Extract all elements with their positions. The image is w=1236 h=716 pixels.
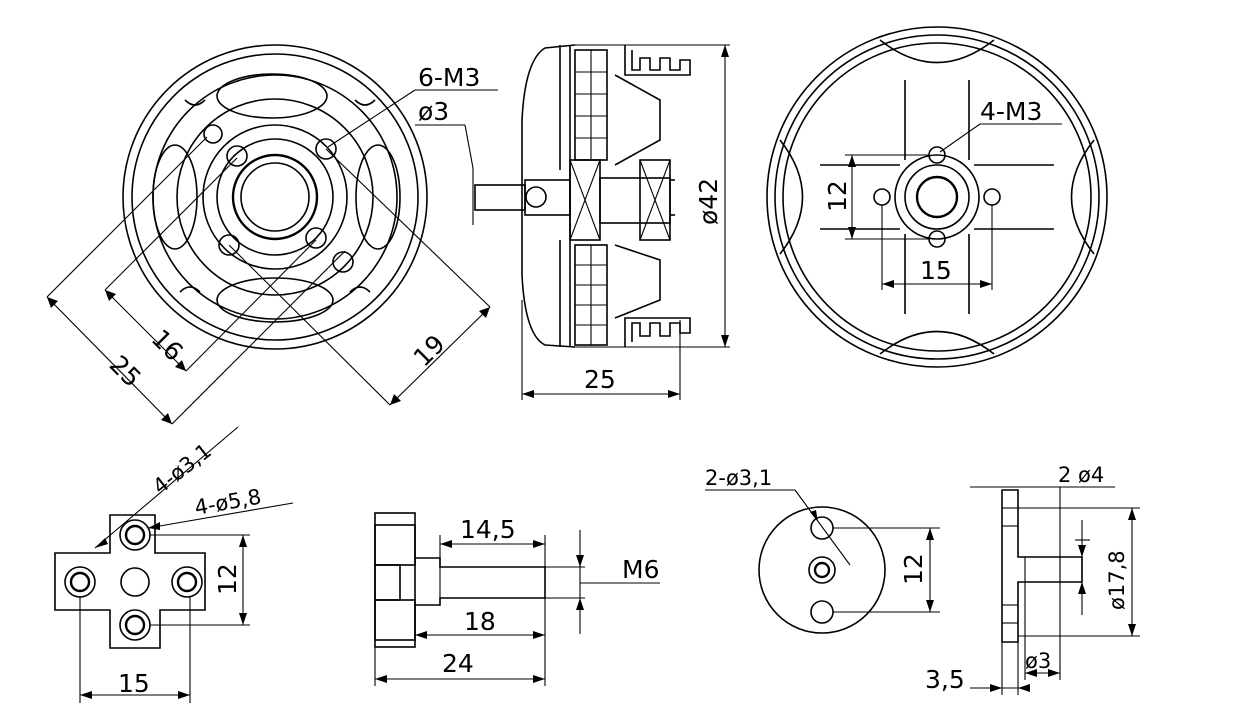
- label-14-5: 14,5: [460, 515, 516, 544]
- label-2-phi3-1: 2-ø3,1: [705, 466, 772, 490]
- plate-side-view: 2 ø4 ø17,8 3,5 ø3: [925, 463, 1140, 695]
- label-25-width: 25: [584, 365, 616, 394]
- label-18: 18: [464, 607, 496, 636]
- label-15-back: 15: [920, 256, 952, 285]
- label-12-back: 12: [823, 180, 852, 212]
- label-12-plate: 12: [899, 553, 928, 585]
- label-phi3: ø3: [418, 97, 449, 126]
- label-phi3-side: ø3: [1025, 649, 1051, 673]
- label-2-phi4: 2 ø4: [1058, 463, 1104, 487]
- label-25-diag: 25: [104, 350, 147, 393]
- motor-base-front-view: 6-M3 ø3 16 25 19: [46, 44, 498, 425]
- motor-side-section-view: ø42 25: [472, 44, 730, 400]
- round-plate-view: 2-ø3,1 12: [705, 466, 940, 634]
- label-phi17-8: ø17,8: [1105, 550, 1129, 610]
- cross-mount-view: 4-ø3,1 4-ø5,8 12 15: [54, 426, 294, 703]
- label-4-m3: 4-M3: [980, 97, 1042, 126]
- label-19: 19: [408, 329, 451, 372]
- label-4-phi3-1: 4-ø3,1: [148, 439, 216, 499]
- label-phi42: ø42: [694, 178, 723, 225]
- motor-back-view: 4-M3 12 15: [766, 26, 1108, 368]
- label-15-cross: 15: [118, 669, 150, 698]
- label-6-m3: 6-M3: [418, 63, 480, 92]
- label-12-cross: 12: [213, 563, 242, 595]
- prop-adapter-side-view: 14,5 M6 18 24: [374, 512, 660, 686]
- label-24: 24: [442, 649, 474, 678]
- label-16: 16: [146, 324, 189, 367]
- label-3-5: 3,5: [925, 665, 965, 694]
- label-m6: M6: [622, 555, 659, 584]
